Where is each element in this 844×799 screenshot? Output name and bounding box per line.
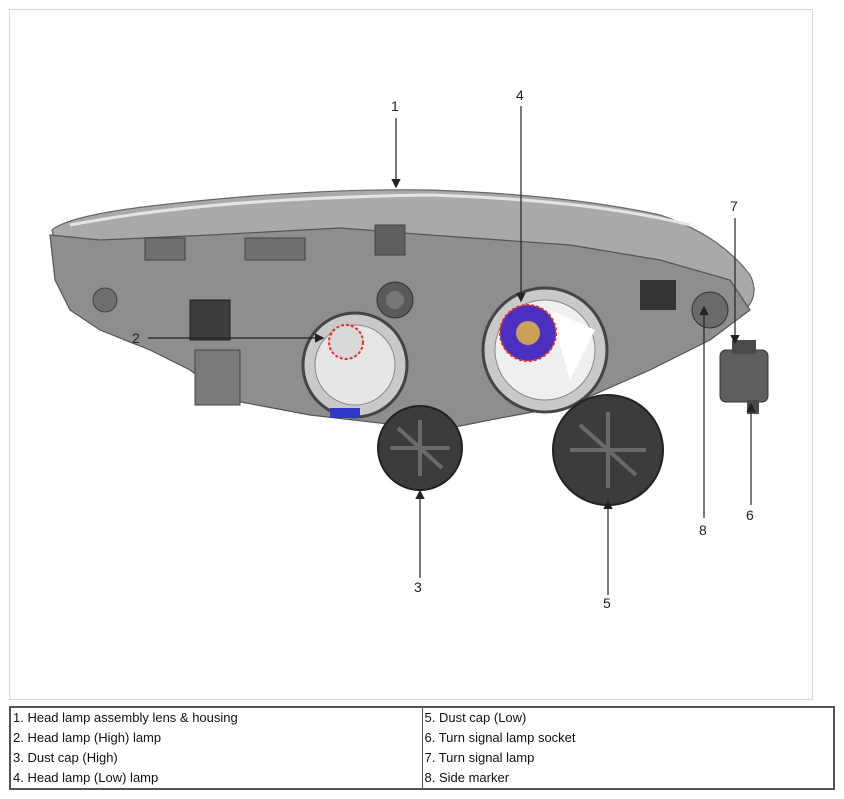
callout-7: 7 [730, 198, 738, 214]
lower-bracket [194, 349, 241, 406]
legend-item: 3. Dust cap (High) [13, 750, 118, 765]
dust-cap-low [552, 394, 664, 506]
figure-frame: 1 2 3 4 5 6 7 8 [9, 9, 813, 700]
bracket-mid [244, 237, 306, 261]
bracket-left [144, 237, 186, 261]
callout-8: 8 [699, 522, 707, 538]
callout-3: 3 [414, 579, 422, 595]
legend-item: 2. Head lamp (High) lamp [13, 730, 162, 745]
callout-4: 4 [516, 87, 524, 103]
legend-item: 1. Head lamp assembly lens & housing [13, 710, 238, 725]
callout-2: 2 [132, 330, 140, 346]
legend-right-column: 5. Dust cap (Low) 6. Turn signal lamp so… [421, 706, 835, 790]
legend-item: 6. Turn signal lamp socket [424, 730, 576, 745]
high-beam-bulb [328, 324, 364, 360]
side-marker-socket [691, 291, 729, 329]
callout-5: 5 [603, 595, 611, 611]
legend-table: 1. Head lamp assembly lens & housing 2. … [9, 706, 835, 790]
callout-6: 6 [746, 507, 754, 523]
legend-item: 8. Side marker [424, 770, 510, 785]
callout-1: 1 [391, 98, 399, 114]
mount-left [92, 287, 118, 313]
legend-item: 4. Head lamp (Low) lamp [13, 770, 159, 785]
legend-item: 7. Turn signal lamp [424, 750, 535, 765]
dust-cap-high [377, 405, 463, 491]
legend-left-column: 1. Head lamp assembly lens & housing 2. … [9, 706, 423, 790]
headlamp-diagram: 1 2 3 4 5 6 7 8 [49, 87, 769, 611]
connector [189, 299, 231, 341]
bracket-right [374, 224, 406, 256]
legend-item: 5. Dust cap (Low) [424, 710, 527, 725]
turn-signal-socket [719, 340, 769, 414]
